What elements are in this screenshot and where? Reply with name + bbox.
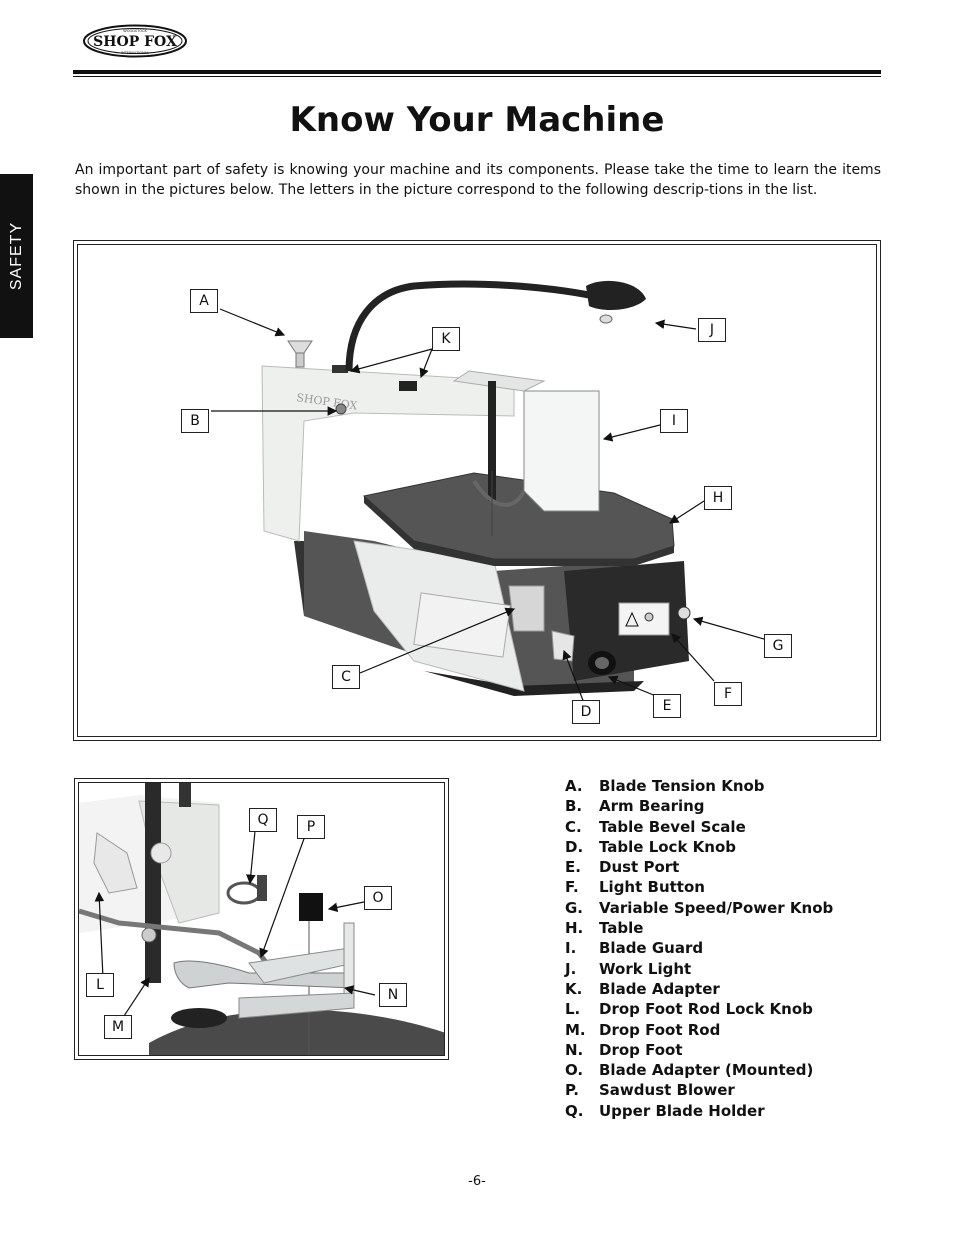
drop-foot-illustration: [79, 783, 444, 1055]
intro-paragraph: An important part of safety is knowing y…: [75, 162, 881, 198]
page-title: Know Your Machine: [289, 100, 665, 140]
callout-j: J: [698, 318, 726, 342]
list-item: E.Dust Port: [565, 858, 680, 877]
page-number: -6-: [468, 1174, 486, 1189]
header-rule: [73, 70, 881, 74]
blade-guard: [523, 390, 600, 512]
logo-text: SHOP FOX: [93, 34, 177, 50]
callout-d: D: [572, 700, 600, 724]
list-item: J.Work Light: [565, 959, 692, 978]
detail-figure-frame: Q P O L N M: [78, 782, 445, 1056]
upper-blade-holder: [226, 881, 262, 905]
list-item: L.Drop Foot Rod Lock Knob: [565, 1000, 813, 1019]
callout-h: H: [704, 486, 732, 510]
drop-foot-detail-figure: Q P O L N M: [74, 778, 449, 1060]
parts-list: A.Blade Tension Knob B.Arm Bearing C.Tab…: [565, 776, 885, 1121]
work-table: [362, 472, 675, 560]
bevel-scale: [508, 585, 545, 632]
list-item: Q.Upper Blade Holder: [565, 1101, 765, 1120]
callout-a: A: [190, 289, 218, 313]
header-rule-thin: [73, 76, 881, 77]
list-item: I.Blade Guard: [565, 939, 704, 958]
list-item: A.Blade Tension Knob: [565, 777, 765, 795]
drop-foot-rod: [488, 381, 496, 501]
machine-figure: SHOP FOX A B K J I H: [73, 240, 881, 741]
shop-fox-logo: SHOP FOX WOODSTOCK INTERNATIONAL: [82, 24, 188, 58]
detail-lock-knob: [93, 832, 138, 894]
callout-q: Q: [249, 808, 277, 832]
callout-g: G: [764, 634, 792, 658]
work-light-head: [586, 280, 646, 311]
list-item: K.Blade Adapter: [565, 979, 720, 998]
callout-m: M: [104, 1015, 132, 1039]
callout-c: C: [332, 665, 360, 689]
speed-knob: [677, 606, 691, 620]
blade-tension-knob: [287, 340, 313, 354]
list-item: O.Blade Adapter (Mounted): [565, 1061, 814, 1080]
sawdust-blower: [79, 908, 276, 975]
blade-adapter-mounted: [299, 893, 323, 921]
detail-drop-foot-rod: [145, 783, 161, 983]
list-item: M.Drop Foot Rod: [565, 1020, 721, 1039]
list-item: C.Table Bevel Scale: [565, 817, 746, 836]
list-item: H.Table: [565, 919, 644, 938]
list-item: P.Sawdust Blower: [565, 1081, 735, 1100]
logo-arc-bottom: INTERNATIONAL: [121, 51, 149, 55]
callout-i: I: [660, 409, 688, 433]
work-light-arm: [345, 280, 595, 372]
logo-arc-top: WOODSTOCK: [123, 29, 147, 33]
arm-bearing: [335, 403, 347, 415]
callout-f: F: [714, 682, 742, 706]
callout-l: L: [86, 973, 114, 997]
callout-o: O: [364, 886, 392, 910]
blade-adapter-top: [332, 365, 348, 373]
list-item: F.Light Button: [565, 878, 705, 897]
callout-p: P: [297, 815, 325, 839]
list-item: N.Drop Foot: [565, 1040, 683, 1059]
section-tab-safety: SAFETY: [0, 174, 33, 338]
callout-e: E: [653, 694, 681, 718]
table-lock-knob: [551, 630, 575, 662]
control-panel: [618, 602, 670, 636]
callout-n: N: [379, 983, 407, 1007]
list-item: D.Table Lock Knob: [565, 837, 736, 856]
section-tab-label: SAFETY: [7, 221, 25, 291]
machine-figure-frame: [77, 244, 877, 737]
callout-b: B: [181, 409, 209, 433]
list-item: B.Arm Bearing: [565, 797, 705, 816]
list-item: G.Variable Speed/Power Knob: [565, 898, 834, 917]
callout-k: K: [432, 327, 460, 351]
scroll-saw-illustration: SHOP FOX: [211, 280, 765, 704]
